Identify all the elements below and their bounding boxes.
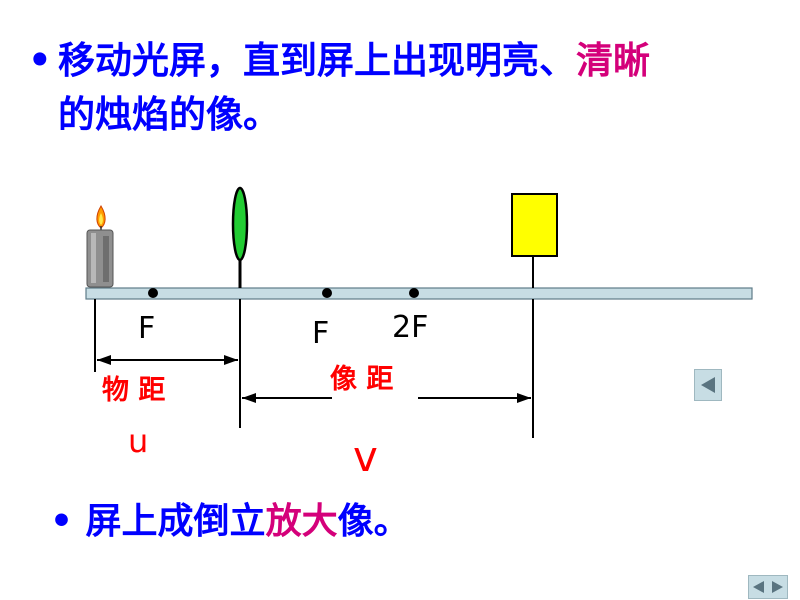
bullet-2-text: 屏上成倒立 xyxy=(85,501,266,542)
slide-navigation[interactable] xyxy=(748,575,788,599)
bullet-2: • 屏上成倒立放大像。 xyxy=(50,492,410,544)
bullet-2-text-end: 像。 xyxy=(337,501,410,542)
prev-slide-icon[interactable] xyxy=(753,581,764,593)
bullet-1-highlight: 清晰 xyxy=(576,39,650,82)
bullet-dot-2: • xyxy=(50,501,86,542)
image-distance-arrow xyxy=(242,393,531,403)
label-image-distance: 像 距 xyxy=(330,364,393,395)
back-button[interactable] xyxy=(694,369,722,401)
double-focal-point xyxy=(409,288,419,298)
bullet-1-text-cont: 的烛焰的像。 xyxy=(58,93,280,136)
label-f-left: F xyxy=(138,311,155,346)
label-u: u xyxy=(128,422,148,460)
label-2f: 2F xyxy=(392,310,428,345)
convex-lens-icon xyxy=(231,186,249,262)
next-slide-icon[interactable] xyxy=(772,581,783,593)
bullet-1: •移动光屏，直到屏上出现明亮、清晰 的烛焰的像。 xyxy=(28,34,788,142)
focal-point-right xyxy=(322,288,332,298)
label-v: v xyxy=(353,432,378,481)
label-object-distance: 物 距 xyxy=(102,375,165,406)
label-f-right: F xyxy=(312,316,329,351)
bullet-1-text: 移动光屏，直到屏上出现明亮、 xyxy=(58,39,576,82)
object-distance-arrow xyxy=(97,355,238,365)
candle-icon xyxy=(86,205,114,288)
focal-point-left xyxy=(148,288,158,298)
optical-bench xyxy=(85,287,753,300)
screen-icon xyxy=(511,193,558,257)
triangle-left-icon xyxy=(701,377,715,393)
bullet-dot: • xyxy=(28,39,52,82)
bullet-2-highlight: 放大 xyxy=(265,501,338,542)
